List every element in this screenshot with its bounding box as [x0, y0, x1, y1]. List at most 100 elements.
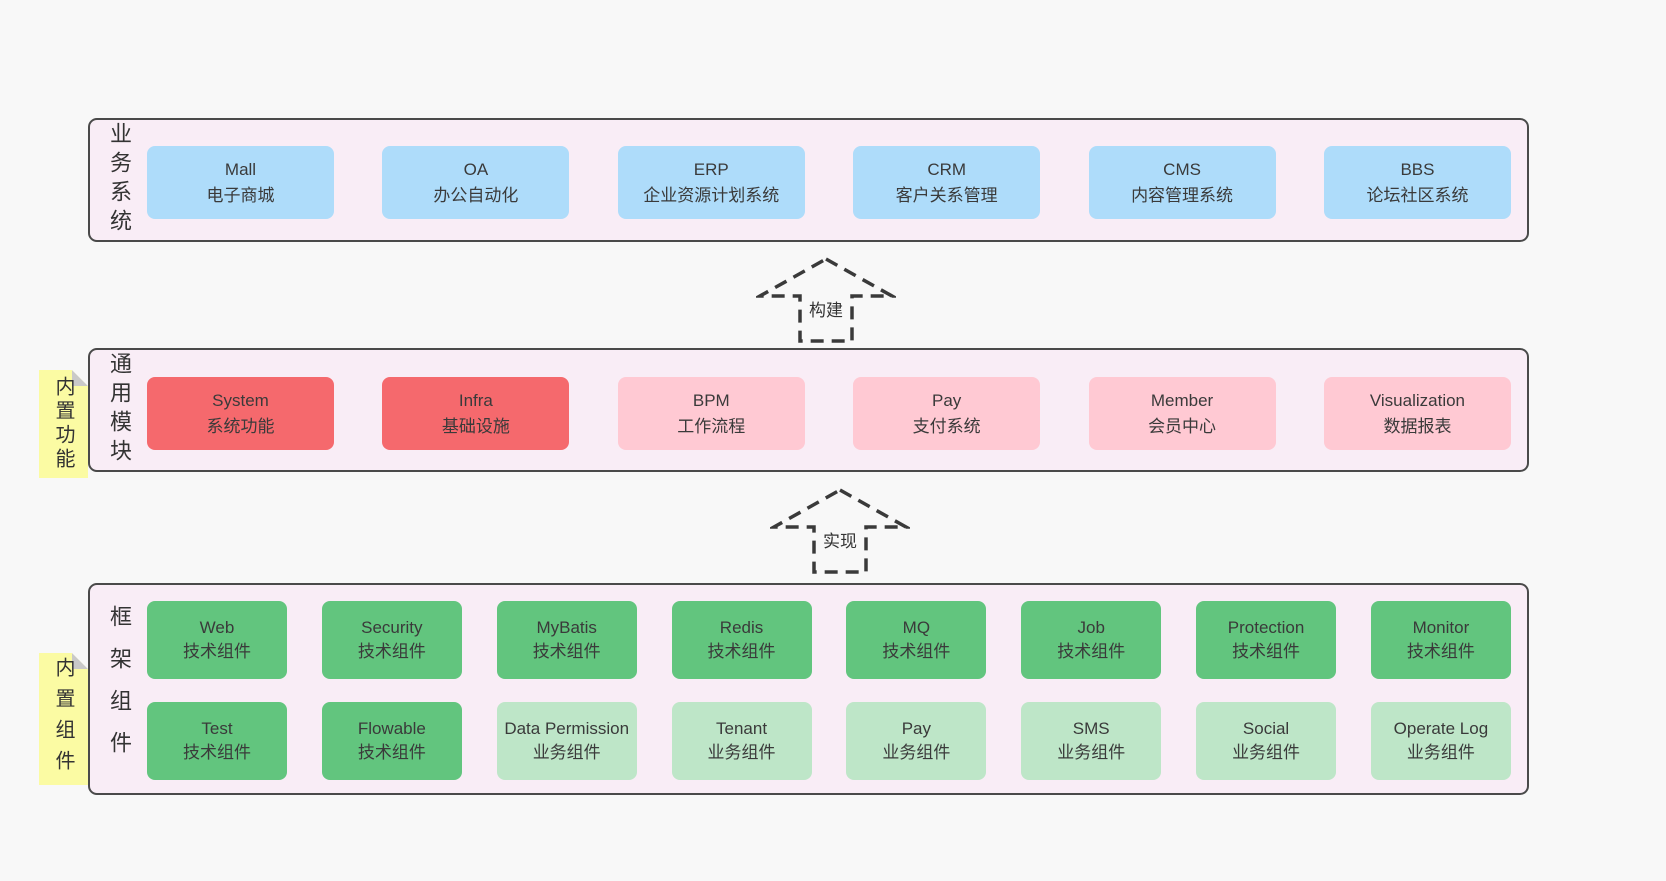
box-subtitle: 内容管理系统: [1131, 185, 1234, 205]
box-subtitle: 业务组件: [1057, 743, 1126, 762]
box-subtitle: 技术组件: [183, 743, 251, 762]
box-subtitle: 业务组件: [1232, 743, 1301, 762]
box-mq: MQ 技术组件: [846, 601, 987, 679]
layer-common-modules: 通用模块 System 系统功能 Infra 基础设施 BPM 工作流程 Pay…: [88, 348, 1529, 472]
box-title: Visualization: [1369, 391, 1466, 410]
box-title: Operate Log: [1393, 719, 1489, 739]
box-subtitle: 支付系统: [912, 416, 981, 436]
box-subtitle: 业务组件: [707, 743, 776, 762]
framework-components-row-1: Web 技术组件 Security 技术组件 MyBatis 技术组件 Redi…: [147, 601, 1511, 679]
layer-business-systems: 业务系统 Mall 电子商城 OA 办公自动化 ERP 企业资源计划系统 CRM…: [88, 118, 1529, 242]
layer-framework-components: 框架组件 Web 技术组件 Security 技术组件 MyBatis 技术组件…: [88, 583, 1529, 795]
box-subtitle: 工作流程: [677, 416, 746, 436]
box-oa: OA 办公自动化: [382, 146, 570, 219]
box-title: Member: [1150, 391, 1214, 410]
box-title: Pay: [932, 391, 962, 410]
box-visualization: Visualization 数据报表: [1323, 377, 1511, 450]
box-title: System: [212, 391, 269, 410]
box-mall: Mall 电子商城: [147, 146, 334, 219]
box-title: Web: [199, 618, 235, 638]
box-title: Job: [1077, 618, 1105, 638]
box-crm: CRM 客户关系管理: [853, 146, 1041, 219]
arrow-implement-label: 实现: [820, 527, 860, 552]
box-subtitle: 客户关系管理: [895, 185, 998, 205]
box-subtitle: 技术组件: [1057, 642, 1126, 661]
box-flowable: Flowable 技术组件: [321, 702, 462, 780]
box-test: Test 技术组件: [147, 702, 287, 780]
box-title: ERP: [693, 160, 729, 179]
box-subtitle: 企业资源计划系统: [643, 185, 780, 205]
box-subtitle: 业务组件: [1406, 743, 1475, 762]
box-sms: SMS 业务组件: [1021, 702, 1162, 780]
box-bbs: BBS 论坛社区系统: [1323, 146, 1511, 219]
framework-components-row-2: Test 技术组件 Flowable 技术组件 Data Permission …: [147, 702, 1511, 780]
box-title: MQ: [902, 618, 931, 638]
box-title: Infra: [458, 391, 493, 410]
box-title: Pay: [901, 719, 932, 739]
box-web: Web 技术组件: [147, 601, 287, 679]
box-title: Flowable: [357, 719, 426, 739]
box-data-permission: Data Permission 业务组件: [496, 702, 637, 780]
box-title: OA: [463, 160, 489, 179]
business-systems-row: Mall 电子商城 OA 办公自动化 ERP 企业资源计划系统 CRM 客户关系…: [147, 146, 1511, 219]
sticky-note-label: 内置功能: [52, 376, 74, 472]
box-protection: Protection 技术组件: [1196, 601, 1337, 679]
layer-label-common-modules: 通用模块: [107, 352, 132, 468]
box-title: BPM: [692, 391, 730, 410]
box-subtitle: 系统功能: [206, 416, 275, 436]
box-bpm: BPM 工作流程: [617, 377, 805, 450]
box-cms: CMS 内容管理系统: [1088, 146, 1276, 219]
sticky-note-builtin-features: 内置功能: [39, 370, 88, 478]
box-title: CMS: [1163, 160, 1201, 179]
box-security: Security 技术组件: [321, 601, 462, 679]
layer-label-business-systems: 业务系统: [107, 122, 132, 238]
box-title: Mall: [224, 160, 257, 179]
box-system: System 系统功能: [147, 377, 334, 450]
box-mybatis: MyBatis 技术组件: [496, 601, 637, 679]
layer-label-framework-components: 框架组件: [107, 605, 132, 773]
box-title: MyBatis: [536, 618, 597, 638]
box-subtitle: 办公自动化: [433, 185, 519, 205]
box-subtitle: 会员中心: [1148, 416, 1217, 436]
box-subtitle: 技术组件: [357, 743, 426, 762]
box-subtitle: 业务组件: [532, 743, 601, 762]
box-subtitle: 技术组件: [707, 642, 776, 661]
box-pay: Pay 支付系统: [853, 377, 1041, 450]
box-subtitle: 业务组件: [882, 743, 951, 762]
box-social: Social 业务组件: [1196, 702, 1337, 780]
box-redis: Redis 技术组件: [671, 601, 812, 679]
box-title: Tenant: [716, 719, 768, 739]
box-title: BBS: [1400, 160, 1435, 179]
box-title: Data Permission: [504, 719, 630, 739]
box-subtitle: 数据报表: [1383, 416, 1452, 436]
box-subtitle: 论坛社区系统: [1366, 185, 1469, 205]
box-pay-biz: Pay 业务组件: [846, 702, 987, 780]
box-subtitle: 技术组件: [1406, 642, 1475, 661]
box-subtitle: 电子商城: [206, 185, 275, 205]
sticky-note-builtin-components: 内置组件: [39, 653, 88, 785]
box-title: SMS: [1072, 719, 1110, 739]
box-subtitle: 基础设施: [441, 416, 510, 436]
box-tenant: Tenant 业务组件: [671, 702, 812, 780]
box-member: Member 会员中心: [1088, 377, 1276, 450]
box-title: CRM: [927, 160, 967, 179]
box-title: Protection: [1227, 618, 1305, 638]
box-infra: Infra 基础设施: [382, 377, 570, 450]
box-job: Job 技术组件: [1021, 601, 1162, 679]
common-modules-row: System 系统功能 Infra 基础设施 BPM 工作流程 Pay 支付系统…: [147, 377, 1511, 450]
arrow-implement: 实现: [770, 487, 910, 575]
box-title: Security: [361, 618, 423, 638]
box-title: Test: [201, 719, 233, 739]
box-erp: ERP 企业资源计划系统: [617, 146, 805, 219]
box-operate-log: Operate Log 业务组件: [1370, 702, 1511, 780]
sticky-note-label: 内置组件: [52, 657, 74, 781]
box-subtitle: 技术组件: [357, 642, 426, 661]
arrow-build-label: 构建: [806, 296, 846, 321]
box-monitor: Monitor 技术组件: [1370, 601, 1511, 679]
box-subtitle: 技术组件: [882, 642, 951, 661]
arrow-build: 构建: [756, 256, 896, 344]
box-title: Social: [1242, 719, 1290, 739]
box-subtitle: 技术组件: [532, 642, 601, 661]
box-subtitle: 技术组件: [183, 642, 251, 661]
box-title: Redis: [719, 618, 764, 638]
